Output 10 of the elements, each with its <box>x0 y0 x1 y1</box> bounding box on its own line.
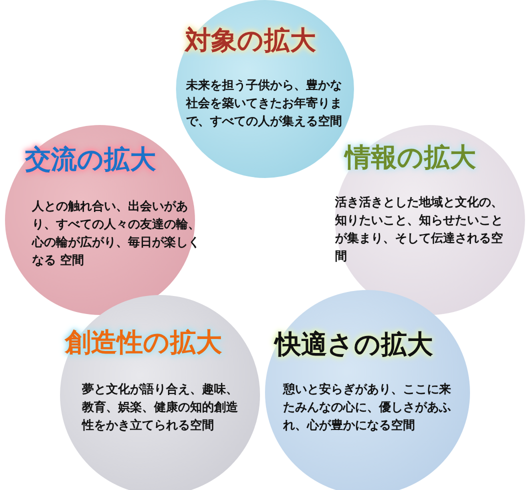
circle-heading: 創造性の拡大 <box>65 328 222 360</box>
circle-heading: 交流の拡大 <box>25 145 156 176</box>
circle-heading: 情報の拡大 <box>345 143 476 174</box>
circle-description: 夢と文化が語り合え、趣味、教育、娯楽、健康の知的創造性をかき立てられる空間 <box>82 381 239 434</box>
circle-heading: 対象の拡大 <box>185 26 316 58</box>
circle-description: 憩いと安らぎがあり、ここに来たみんなの心に、優しさがあふれ、心が豊かになる空間 <box>283 381 452 434</box>
circle-heading: 快適さの拡大 <box>275 330 433 362</box>
circle-description: 活き活きとした地域と文化の、知りたいこと、知らせたいことが集まり、そして伝達される空間 <box>335 194 504 265</box>
circle-description: 人との触れ合い、出会いがあり、すべての人々の友達の輪、心の輪が広がり、毎日が楽しくなる 空間 <box>32 198 201 269</box>
circle-description: 未来を担う子供から、豊かな社会を築いてきたお年寄りまで、すべての人が集える空間 <box>186 77 343 130</box>
